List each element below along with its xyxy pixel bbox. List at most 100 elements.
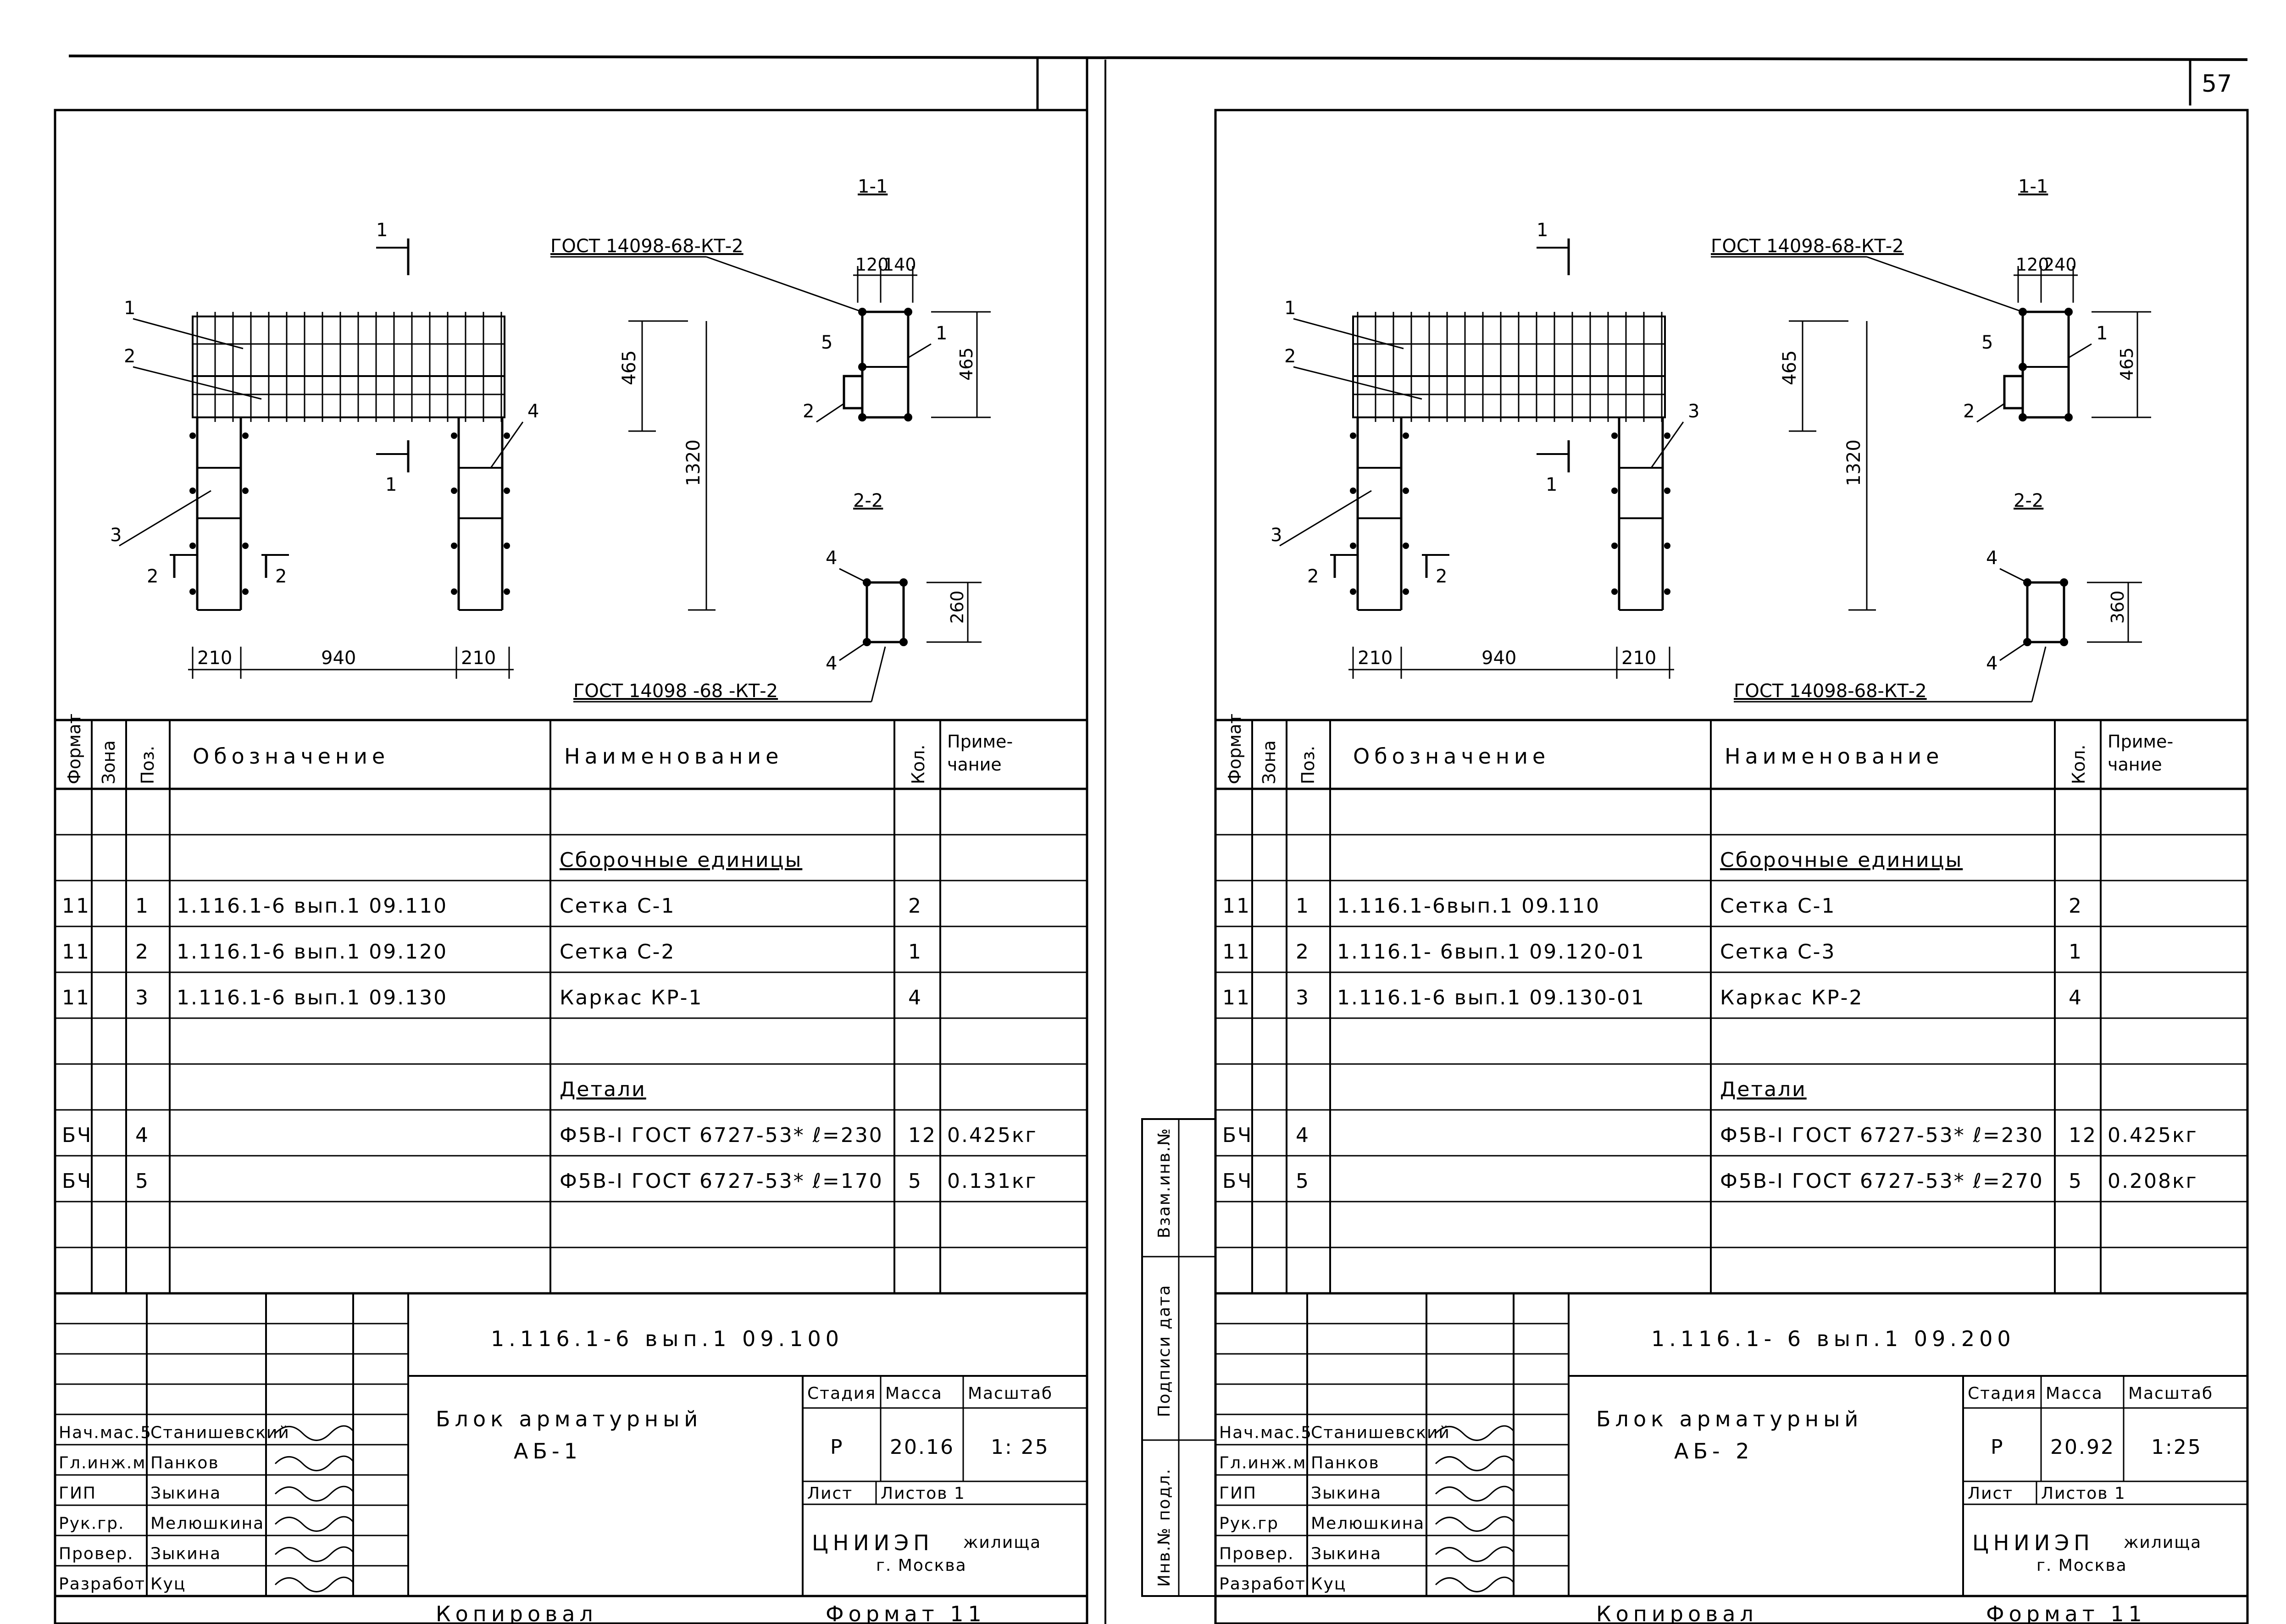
spec-cell-pos: 2 (1296, 940, 1310, 964)
weld-dot (1664, 588, 1670, 595)
spec-cell-pos: 4 (135, 1124, 150, 1147)
spec-cell-pos: 1 (1296, 894, 1310, 918)
section-2-dim-side: 260 (947, 590, 967, 624)
spec-cell-format: 11 (1222, 986, 1251, 1009)
dim-1320: 1320 (683, 439, 704, 486)
spec-cell-name: Каркас КР-1 (560, 986, 703, 1009)
side-stamp-label: Взам.инв.№ (1155, 1127, 1174, 1238)
scale-label: Масштаб (968, 1384, 1053, 1403)
weld-dot (858, 363, 866, 371)
spec-cell-format: 11 (62, 986, 90, 1009)
pos-label-3: 3 (110, 525, 122, 546)
signature-scribble (1435, 1455, 1515, 1471)
section-1-dim-side: 465 (956, 347, 977, 381)
cut-label-1-bottom: 1 (385, 474, 397, 495)
weld-dot (189, 488, 196, 494)
signer-name: Куц (150, 1574, 186, 1593)
section-2-label-4-bottom: 4 (826, 653, 837, 674)
footer-format: Формат 11 (1986, 1602, 2147, 1624)
weld-dot (858, 413, 866, 421)
section-1-label-1: 1 (2096, 323, 2108, 344)
spec-cell-designation: 1.116.1- 6вып.1 09.120-01 (1337, 940, 1645, 964)
signer-role: ГИП (59, 1484, 96, 1502)
spec-cell-name: Ф5В-I ГОСТ 6727-53* ℓ=230 (560, 1124, 883, 1147)
spec-header-qty: Кол. (908, 744, 928, 784)
weld-dot (189, 588, 196, 595)
weld-dot (1611, 543, 1618, 549)
section-2-title: 2-2 (853, 490, 883, 511)
leader-1 (133, 318, 244, 349)
signer-name: Панков (1311, 1453, 1380, 1472)
spec-cell-name: Ф5В-I ГОСТ 6727-53* ℓ=230 (1720, 1124, 2044, 1147)
signer-name: Зыкина (150, 1544, 221, 1563)
organization-city: г. Москва (876, 1556, 967, 1575)
weld-dot (504, 432, 510, 439)
dim-1320: 1320 (1843, 439, 1864, 486)
spec-cell-name: Сетка С-3 (1720, 940, 1836, 964)
document-title-line-2: АБ-1 (514, 1439, 582, 1463)
weld-dot (1403, 543, 1409, 549)
cut-label-2-right: 2 (1436, 566, 1447, 587)
weld-dot (2064, 413, 2073, 421)
gost-leader (2031, 646, 2047, 702)
cut-label-2-left: 2 (147, 566, 158, 587)
spec-cell-pos: 3 (1296, 986, 1310, 1009)
weld-dot (504, 543, 510, 549)
sheet-label: Лист (807, 1484, 853, 1503)
signer-role: Провер. (1219, 1544, 1294, 1563)
cut-label-2-right: 2 (275, 566, 287, 587)
page-number: 57 (2202, 70, 2232, 98)
spec-cell-name: Сетка С-1 (1720, 894, 1836, 918)
spec-header-zone: Зона (99, 740, 119, 784)
organization-city: г. Москва (2036, 1556, 2127, 1575)
organization-name: ЦНИИЭП (812, 1530, 934, 1555)
footer-copied-by: Копировал (436, 1602, 598, 1624)
weld-dot (189, 543, 196, 549)
spec-cell-qty: 12 (2069, 1124, 2097, 1147)
pos-label-4: 3 (1688, 401, 1699, 422)
gost-leader (871, 646, 886, 702)
weld-dot (899, 638, 908, 646)
spec-cell-pos: 1 (135, 894, 150, 918)
weld-dot (2060, 638, 2068, 646)
spec-cell-qty: 5 (2069, 1170, 2083, 1193)
section-1-title: 1-1 (858, 176, 888, 197)
spec-cell-qty: 5 (908, 1170, 922, 1193)
spec-header-name: Наименование (1725, 744, 1943, 769)
weld-dot (904, 413, 912, 421)
mass-value: 20.92 (2050, 1436, 2115, 1459)
spec-cell-note: 0.425кг (947, 1124, 1038, 1147)
weld-dot (189, 432, 196, 439)
weld-dot (451, 588, 457, 595)
signer-role: Гл.инж.м (59, 1453, 146, 1472)
spec-cell-pos: 5 (1296, 1170, 1310, 1193)
spec-cell-qty: 2 (2069, 894, 2083, 918)
signer-role: Гл.инж.м (1219, 1453, 1306, 1472)
weld-dot (1664, 488, 1670, 494)
weld-dot (1350, 488, 1356, 494)
signer-role: Рук.гр. (59, 1514, 124, 1533)
spec-cell-format: 11 (62, 894, 90, 918)
organization-sub: жилища (2124, 1533, 2202, 1552)
scale-value: 1:25 (2151, 1436, 2202, 1459)
side-stamp-label: Подписи дата (1155, 1284, 1174, 1417)
spec-cell-note: 0.208кг (2108, 1170, 2198, 1193)
spec-cell-qty: 12 (908, 1124, 937, 1147)
signature-scribble (274, 1546, 354, 1562)
section-1-dim-a: 120 (2016, 255, 2049, 275)
spec-cell-format: БЧ (1222, 1124, 1253, 1147)
signature-scribble (274, 1516, 354, 1532)
section-1-dim-a: 120 (855, 255, 889, 275)
sheets-count: Листов 1 (881, 1484, 965, 1503)
spec-header-zone: Зона (1259, 740, 1279, 784)
spec-cell-designation: 1.116.1-6 вып.1 09.130-01 (1337, 986, 1645, 1009)
pos-label-2: 2 (124, 346, 135, 367)
spec-cell-qty: 1 (2069, 940, 2083, 964)
weld-dot (504, 488, 510, 494)
signer-role: Разработ (59, 1574, 145, 1593)
weld-dot (1611, 432, 1618, 439)
section-1-label-1: 1 (936, 323, 947, 344)
spec-header-name: Наименование (564, 744, 783, 769)
